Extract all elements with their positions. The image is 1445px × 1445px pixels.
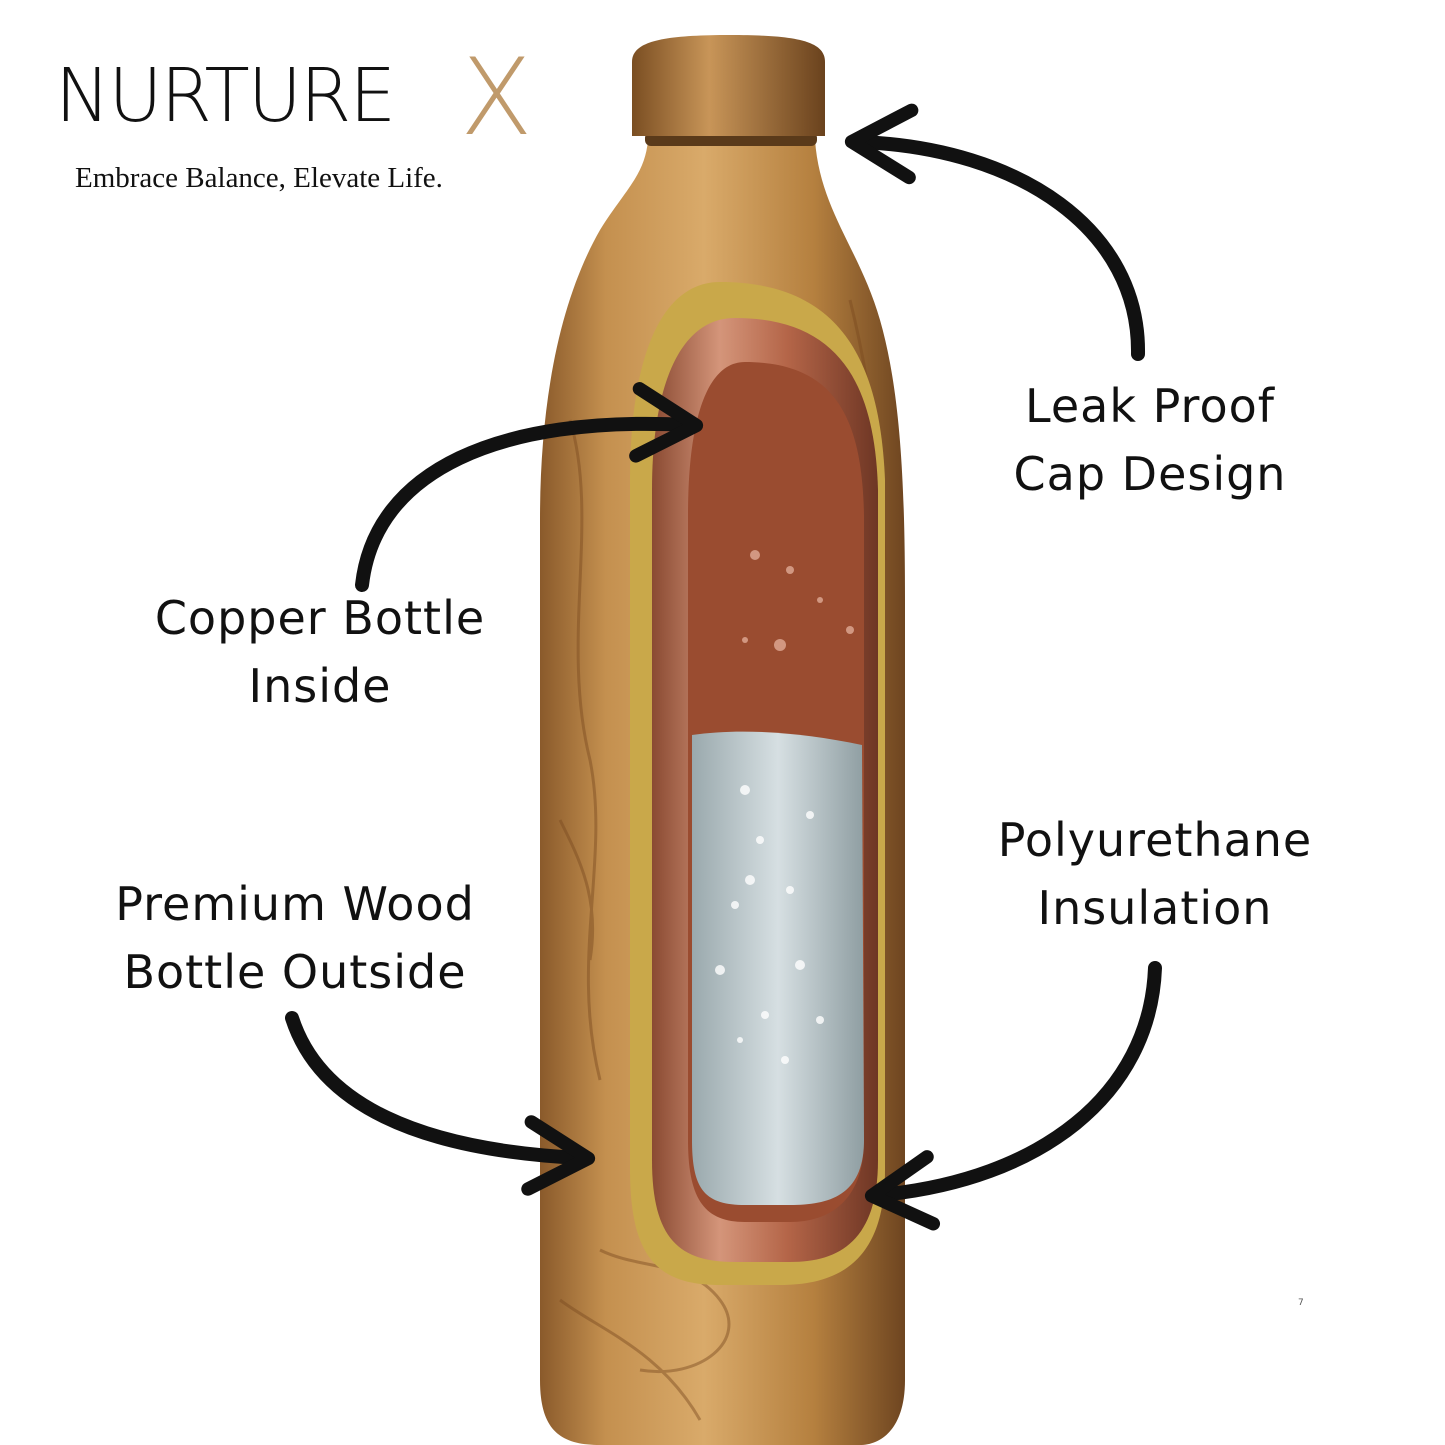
brand-x-mark: X xyxy=(460,36,533,159)
copper-droplets xyxy=(742,550,854,651)
callout-leak-proof-line2: Cap Design xyxy=(1013,447,1287,501)
callout-copper-line1: Copper Bottle xyxy=(154,591,486,645)
water xyxy=(692,731,864,1205)
callout-leak-proof-line1: Leak Proof xyxy=(1025,379,1275,433)
callout-arrows xyxy=(285,103,1162,1231)
brand-wordmark: NURTURE xyxy=(55,53,396,139)
callout-wood: Premium Wood Bottle Outside xyxy=(40,870,550,1006)
arrow-wood xyxy=(285,1011,596,1196)
arrow-polyurethane xyxy=(864,961,1162,1231)
callout-copper-line2: Inside xyxy=(248,659,392,713)
callout-wood-line1: Premium Wood xyxy=(115,877,475,931)
wood-grain xyxy=(558,299,887,1421)
bottle-cap xyxy=(632,35,825,136)
brand-logo: NURTURE X xyxy=(55,45,555,151)
arrow-copper xyxy=(355,382,704,592)
callout-wood-line2: Bottle Outside xyxy=(123,945,467,999)
page-mark: 7 xyxy=(1298,1298,1304,1308)
callout-leak-proof: Leak Proof Cap Design xyxy=(950,372,1350,508)
arrow-leak-proof xyxy=(844,103,1146,361)
callout-polyurethane-line1: Polyurethane xyxy=(997,813,1313,867)
brand-tagline: Embrace Balance, Elevate Life. xyxy=(75,162,443,194)
callout-polyurethane-line2: Insulation xyxy=(1037,881,1273,935)
callout-copper: Copper Bottle Inside xyxy=(80,584,560,720)
water-bubbles xyxy=(715,785,824,1064)
callout-polyurethane: Polyurethane Insulation xyxy=(935,806,1375,942)
